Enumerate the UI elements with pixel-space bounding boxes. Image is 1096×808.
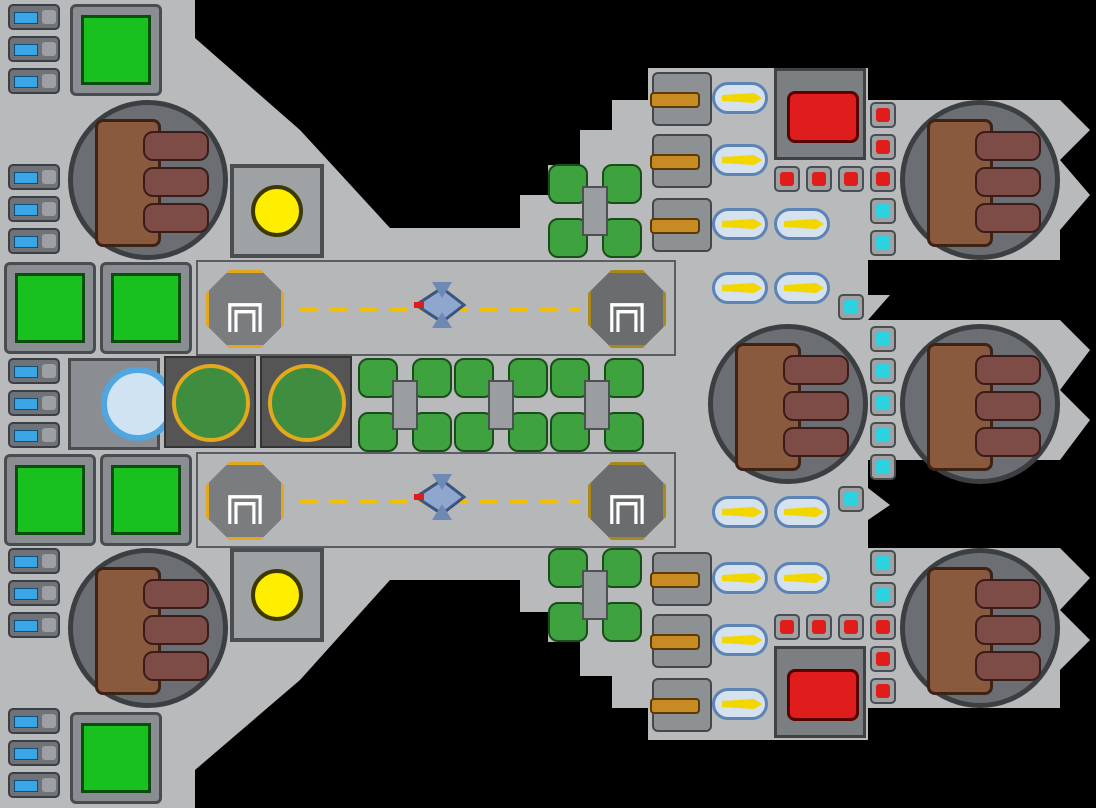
drone-bay[interactable] bbox=[260, 356, 352, 448]
missile-launcher[interactable] bbox=[710, 678, 772, 732]
thruster-block bbox=[4, 164, 64, 258]
thruster-block bbox=[4, 4, 64, 98]
shield-node-cyan[interactable] bbox=[870, 582, 896, 608]
reactor-pod[interactable] bbox=[900, 548, 1060, 708]
shield-node-cyan[interactable] bbox=[838, 294, 864, 320]
shield-node-cyan[interactable] bbox=[870, 326, 896, 352]
missile-launcher[interactable] bbox=[772, 198, 834, 252]
shield-node-cyan[interactable] bbox=[870, 390, 896, 416]
power-node-red[interactable] bbox=[838, 166, 864, 192]
autocannon-turret[interactable] bbox=[650, 614, 712, 668]
shield-node-cyan[interactable] bbox=[870, 198, 896, 224]
thruster-block bbox=[4, 708, 64, 802]
reactor-pod[interactable] bbox=[708, 324, 868, 484]
reactor-pod[interactable] bbox=[68, 100, 228, 260]
cargo-container[interactable] bbox=[70, 4, 162, 96]
power-node-red[interactable] bbox=[806, 166, 832, 192]
fuel-tank-group[interactable] bbox=[358, 358, 452, 452]
cargo-container[interactable] bbox=[100, 262, 192, 354]
shield-node-cyan[interactable] bbox=[870, 550, 896, 576]
drone-bay[interactable] bbox=[164, 356, 256, 448]
cargo-container[interactable] bbox=[100, 454, 192, 546]
missile-launcher[interactable] bbox=[710, 552, 772, 606]
fuel-tank-group[interactable] bbox=[548, 548, 642, 642]
reactor-pod[interactable] bbox=[900, 100, 1060, 260]
missile-launcher[interactable] bbox=[710, 262, 772, 316]
landing-pad: ╔╗ bbox=[206, 462, 284, 540]
missile-launcher[interactable] bbox=[710, 198, 772, 252]
fuel-tank-group[interactable] bbox=[550, 358, 644, 452]
reactor-pod[interactable] bbox=[68, 548, 228, 708]
power-node-red[interactable] bbox=[838, 614, 864, 640]
power-node-red[interactable] bbox=[870, 166, 896, 192]
power-node-red[interactable] bbox=[870, 646, 896, 672]
autocannon-turret[interactable] bbox=[650, 678, 712, 732]
missile-launcher[interactable] bbox=[772, 262, 834, 316]
missile-launcher[interactable] bbox=[710, 614, 772, 668]
docking-port[interactable] bbox=[68, 358, 175, 450]
fighter-ship-icon[interactable] bbox=[412, 278, 468, 332]
orb-turret[interactable] bbox=[230, 548, 324, 642]
power-node-red[interactable] bbox=[806, 614, 832, 640]
hangar-bay-top[interactable]: ╔╗ ╔╗ bbox=[196, 260, 676, 356]
power-node-red[interactable] bbox=[870, 614, 896, 640]
heavy-cannon[interactable] bbox=[774, 68, 866, 160]
power-node-red[interactable] bbox=[870, 134, 896, 160]
thruster-block bbox=[4, 548, 64, 642]
heavy-cannon[interactable] bbox=[774, 646, 866, 738]
missile-launcher[interactable] bbox=[710, 72, 772, 126]
cargo-container[interactable] bbox=[4, 262, 96, 354]
fuel-tank-group[interactable] bbox=[548, 164, 642, 258]
shield-node-cyan[interactable] bbox=[870, 358, 896, 384]
thruster-block bbox=[4, 358, 64, 452]
shield-node-cyan[interactable] bbox=[870, 230, 896, 256]
power-node-red[interactable] bbox=[870, 678, 896, 704]
power-node-red[interactable] bbox=[774, 166, 800, 192]
hangar-bay-bottom[interactable]: ╔╗ ╔╗ bbox=[196, 452, 676, 548]
fuel-tank-group[interactable] bbox=[454, 358, 548, 452]
orb-turret[interactable] bbox=[230, 164, 324, 258]
fighter-ship-icon[interactable] bbox=[412, 470, 468, 524]
shield-node-cyan[interactable] bbox=[838, 486, 864, 512]
cargo-container[interactable] bbox=[70, 712, 162, 804]
cargo-container[interactable] bbox=[4, 454, 96, 546]
autocannon-turret[interactable] bbox=[650, 552, 712, 606]
power-node-red[interactable] bbox=[870, 102, 896, 128]
autocannon-turret[interactable] bbox=[650, 72, 712, 126]
reactor-pod[interactable] bbox=[900, 324, 1060, 484]
autocannon-turret[interactable] bbox=[650, 198, 712, 252]
landing-pad: ╔╗ bbox=[206, 270, 284, 348]
autocannon-turret[interactable] bbox=[650, 134, 712, 188]
missile-launcher[interactable] bbox=[710, 486, 772, 540]
missile-launcher[interactable] bbox=[772, 486, 834, 540]
missile-launcher[interactable] bbox=[710, 134, 772, 188]
power-node-red[interactable] bbox=[774, 614, 800, 640]
landing-pad: ╔╗ bbox=[588, 270, 666, 348]
shield-node-cyan[interactable] bbox=[870, 422, 896, 448]
missile-launcher[interactable] bbox=[772, 552, 834, 606]
landing-pad: ╔╗ bbox=[588, 462, 666, 540]
shield-node-cyan[interactable] bbox=[870, 454, 896, 480]
